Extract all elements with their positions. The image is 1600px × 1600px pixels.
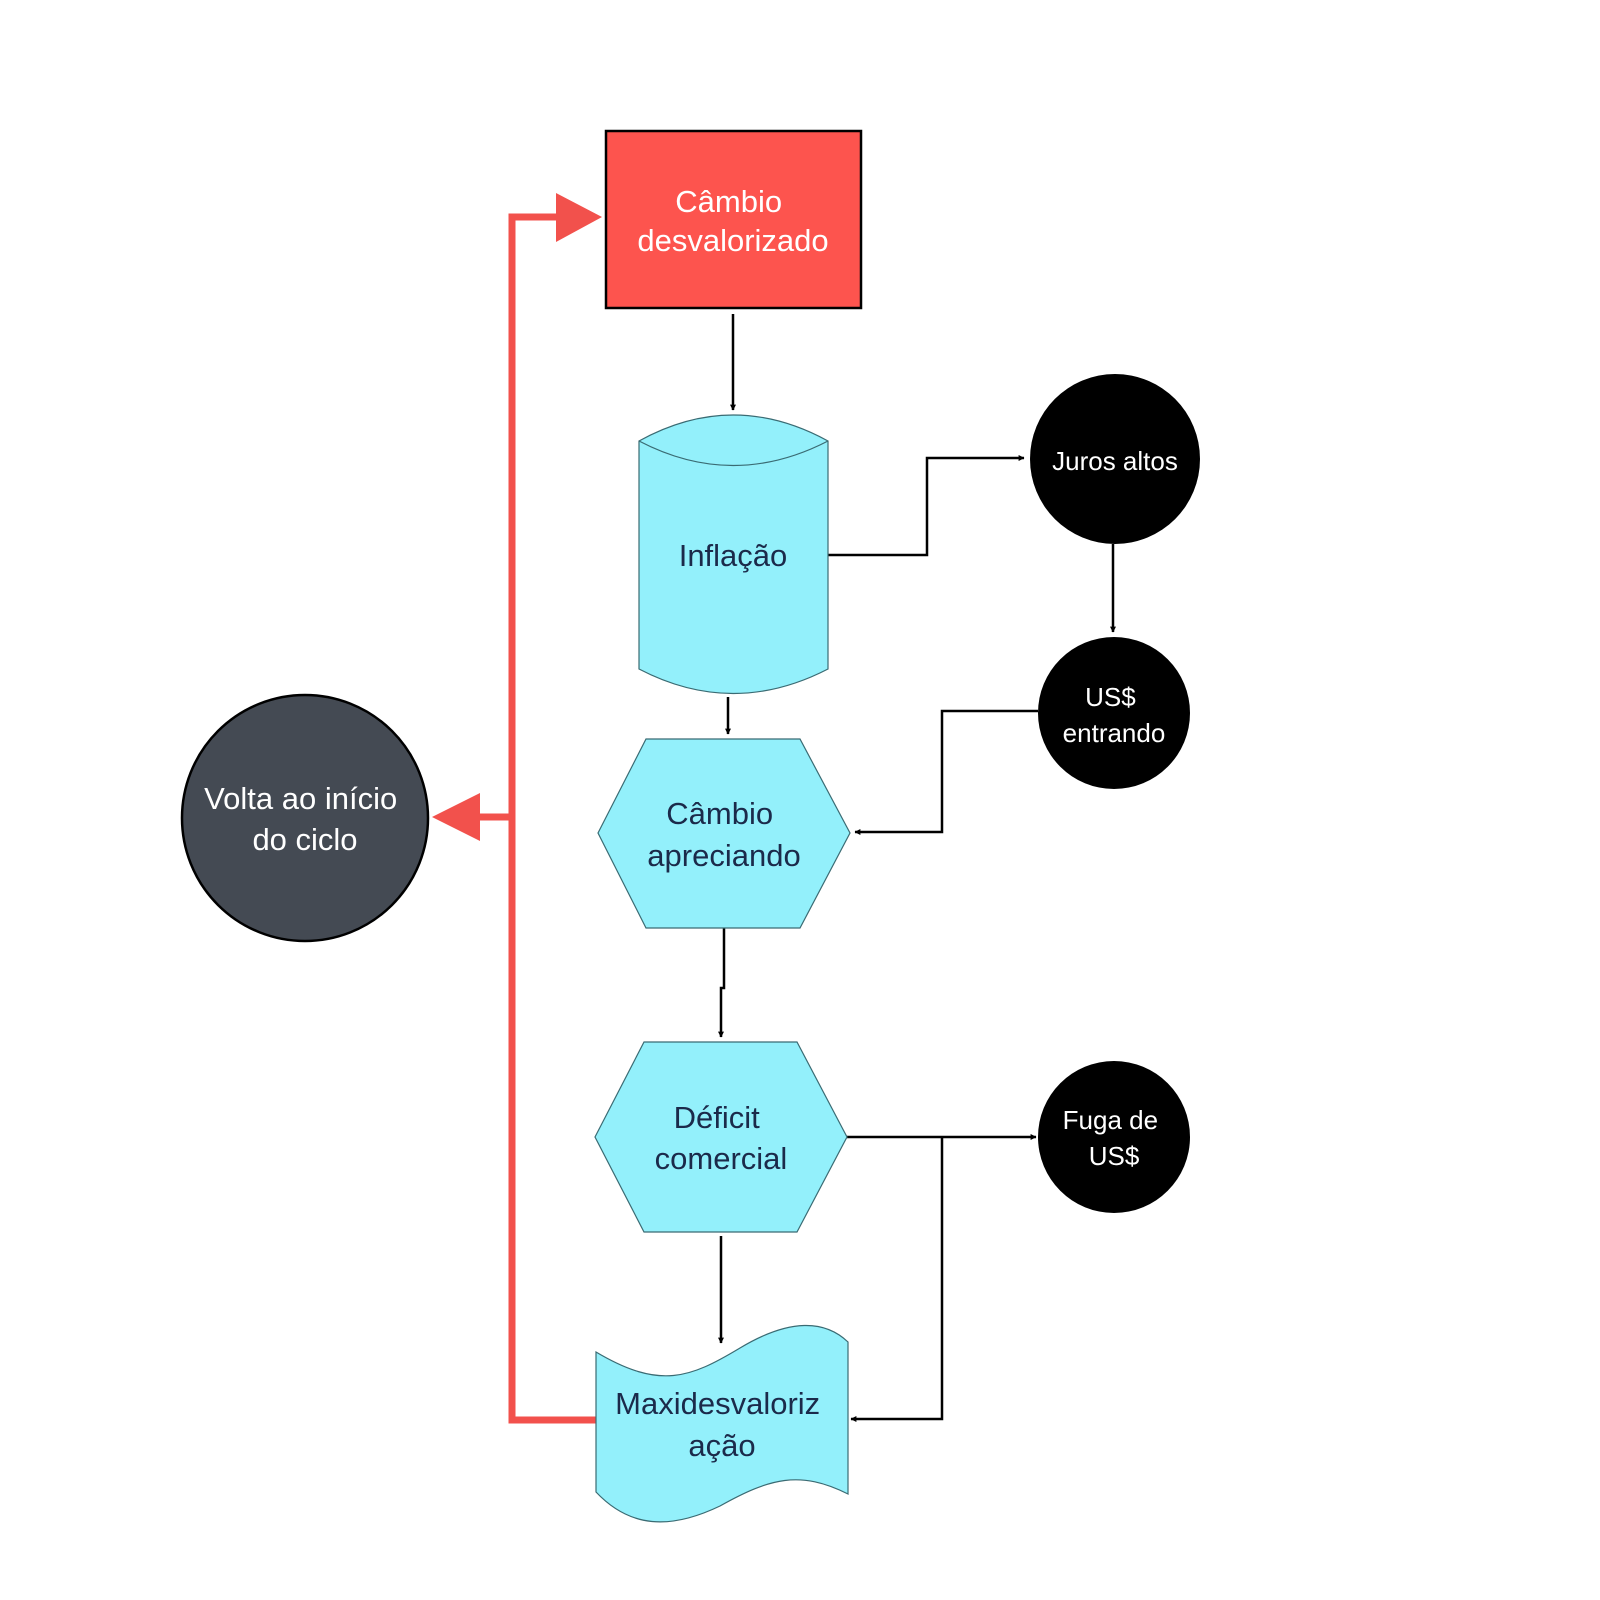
connector-usd-entrando-to-cambio-apreciando [854,709,1038,835]
node-cambio-desvalorizado: Câmbio desvalorizado [604,129,863,310]
node-inflacao: Inflação [638,414,829,694]
node-usd-entrando: US$ entrando [1038,637,1190,789]
node-juros-altos: Juros altos [1030,374,1200,544]
node-deficit-comercial-shape [594,1041,848,1233]
connector-cambio-apreciando-to-deficit [718,927,726,1038]
node-juros-altos-shape [1030,374,1200,544]
node-cambio-apreciando: Câmbio apreciando [597,738,851,929]
feedback-loop [432,193,602,1424]
node-usd-entrando-label: US$ entrando [1063,682,1166,748]
feedback-arrowhead-left [432,793,480,841]
node-deficit-comercial-label: Déficit comercial [655,1100,788,1176]
feedback-arrowhead-top [556,193,602,242]
node-volta-inicio: Volta ao início do ciclo [180,693,430,943]
node-fuga-usd: Fuga de US$ [1038,1061,1190,1213]
node-inflacao-shape [638,414,829,694]
node-fuga-usd-label: Fuga de US$ [1063,1105,1166,1171]
node-maxidesvalorizacao-label: Maxidesvaloriz ação [615,1386,829,1463]
node-usd-entrando-shape [1038,637,1190,789]
node-maxidesvalorizacao-shape [595,1324,849,1523]
node-cambio-apreciando-shape [597,738,851,929]
feedback-connector-vertical [508,213,596,1424]
node-inflacao-label: Inflação [679,538,788,573]
node-juros-altos-label: Juros altos [1052,446,1178,476]
connector-inflacao-to-juros [826,455,1025,557]
node-volta-inicio-label: Volta ao início do ciclo [204,781,406,857]
connectors [718,314,1116,1422]
connector-fuga-to-maxidesvalorizacao [850,1137,944,1422]
node-deficit-comercial: Déficit comercial [594,1041,848,1233]
node-maxidesvalorizacao: Maxidesvaloriz ação [595,1324,849,1523]
node-volta-inicio-shape [180,693,430,943]
node-cambio-desvalorizado-shape [604,129,863,310]
node-cambio-desvalorizado-label: Câmbio desvalorizado [637,184,828,258]
node-fuga-usd-shape [1038,1061,1190,1213]
node-cambio-apreciando-label: Câmbio apreciando [647,796,800,873]
node-inflacao-top-rim [638,440,829,466]
